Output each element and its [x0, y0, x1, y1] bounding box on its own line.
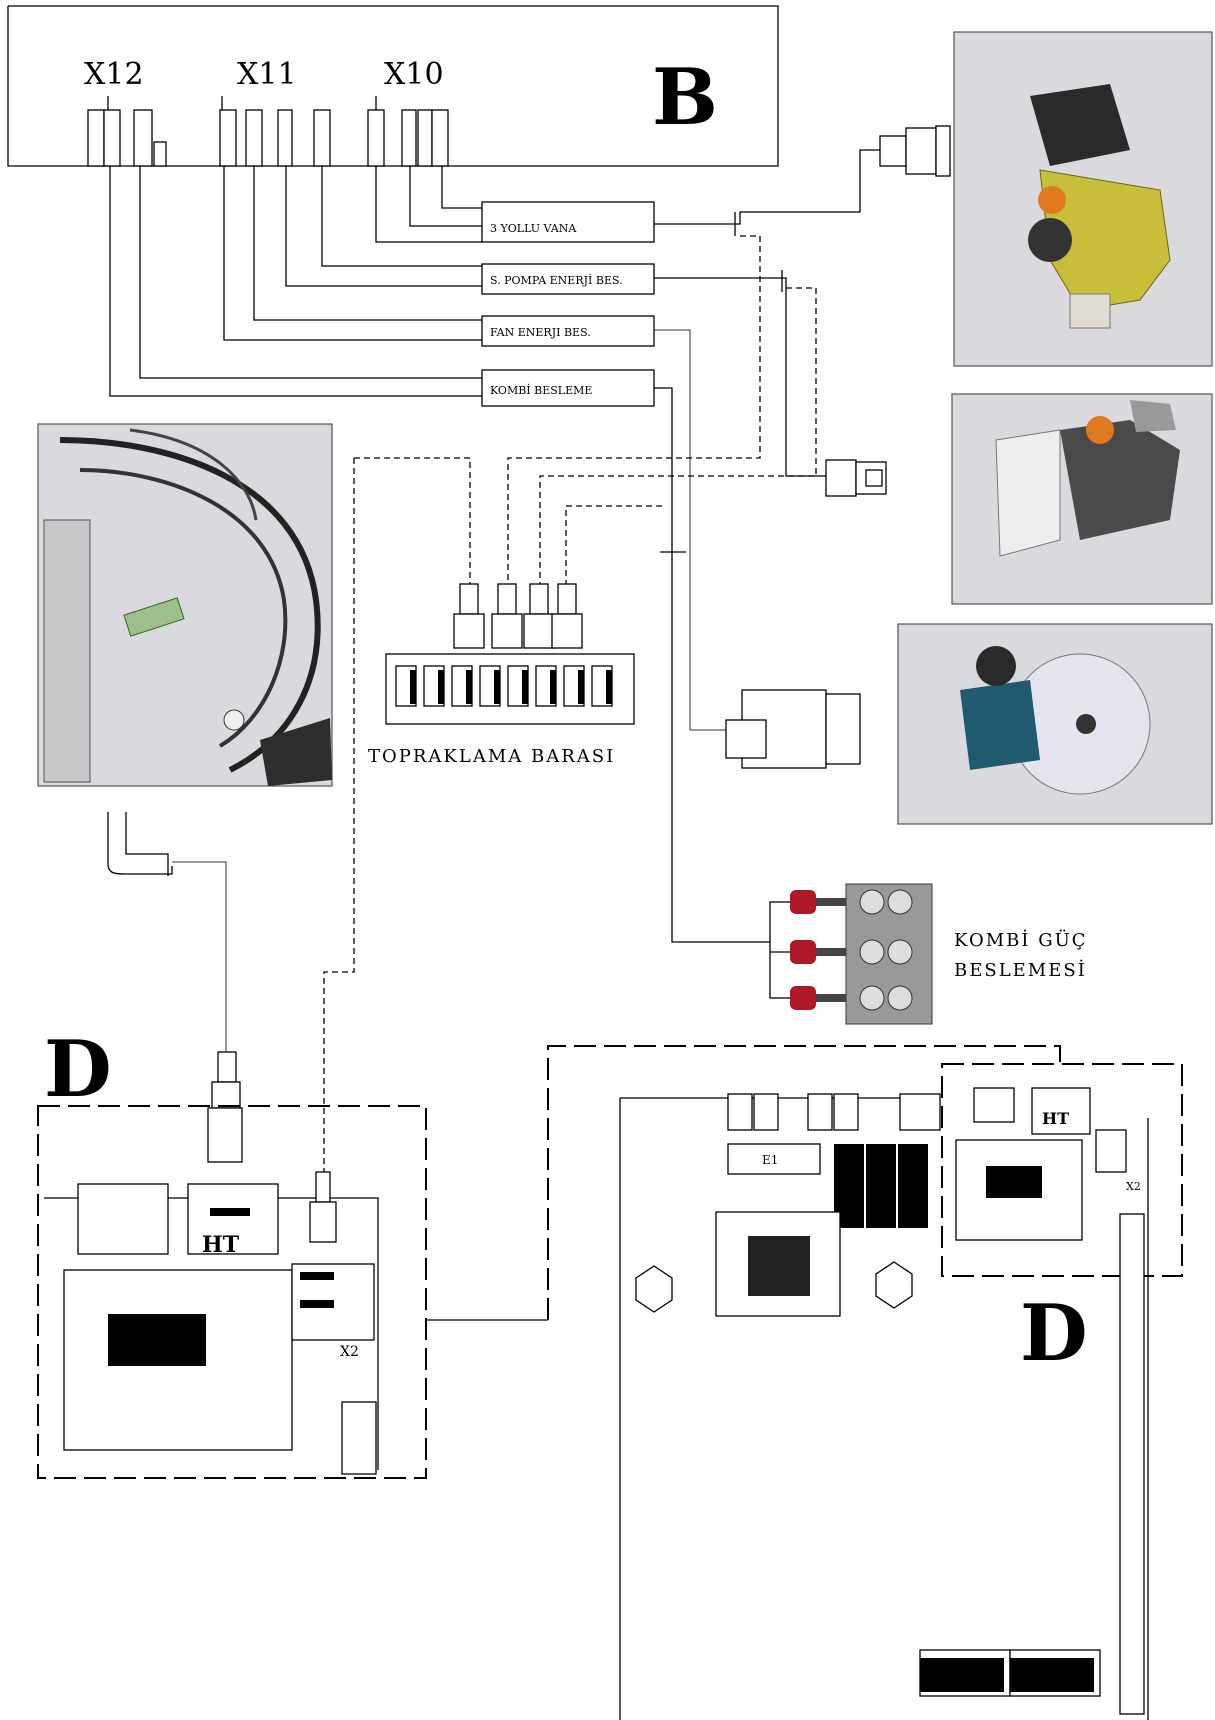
fuse-label-e1: E1 — [762, 1153, 778, 1167]
control-board-b: X12 X11 X10 B — [7, 5, 779, 167]
electrode-cable — [107, 812, 243, 1163]
power-supply-label-line1: KOMBİ GÜÇ — [954, 928, 1088, 951]
label-boiler-supply: KOMBİ BESLEME — [490, 383, 592, 397]
module-right-x2-label: X2 — [1126, 1180, 1141, 1193]
connector-label-x10: X10 — [384, 57, 444, 92]
label-pump-power: S. POMPA ENERJİ BES. — [490, 273, 623, 287]
connector-label-x12: X12 — [84, 57, 144, 92]
board-b-label: B — [652, 52, 718, 143]
fan-connector — [725, 689, 861, 769]
module-right-title: D — [1020, 1288, 1088, 1379]
ignition-board-right: E1 HT X2 D — [547, 1045, 1183, 1720]
grounding-bar: TOPRAKLAMA BARASI — [368, 583, 635, 767]
module-left-title: D — [44, 1024, 112, 1115]
three-way-valve-image — [953, 31, 1213, 367]
circulation-pump-image — [951, 393, 1213, 605]
valve-connector — [879, 125, 951, 177]
wire-label-boxes: 3 YOLLU VANA S. POMPA ENERJİ BES. FAN EN… — [481, 201, 655, 407]
module-right-relay-label: HT — [1042, 1109, 1069, 1128]
pump-connector — [825, 459, 887, 497]
fan-blower-image — [897, 623, 1213, 825]
ignition-electrode-image — [37, 423, 333, 787]
label-three-way-valve: 3 YOLLU VANA — [490, 222, 577, 235]
ignition-module-left: D HT X2 — [37, 1024, 548, 1479]
label-fan-power: FAN ENERJI BES. — [490, 326, 591, 339]
power-terminal-block: KOMBİ GÜÇ BESLEMESİ — [769, 883, 1088, 1025]
connector-label-x11: X11 — [237, 57, 297, 92]
power-supply-label-line2: BESLEMESİ — [954, 958, 1087, 981]
module-left-relay-label: HT — [202, 1232, 240, 1258]
ground-wires — [323, 235, 817, 1184]
grounding-bar-label: TOPRAKLAMA BARASI — [368, 746, 615, 767]
board-wires — [109, 149, 880, 943]
module-left-x2-label: X2 — [340, 1344, 359, 1360]
